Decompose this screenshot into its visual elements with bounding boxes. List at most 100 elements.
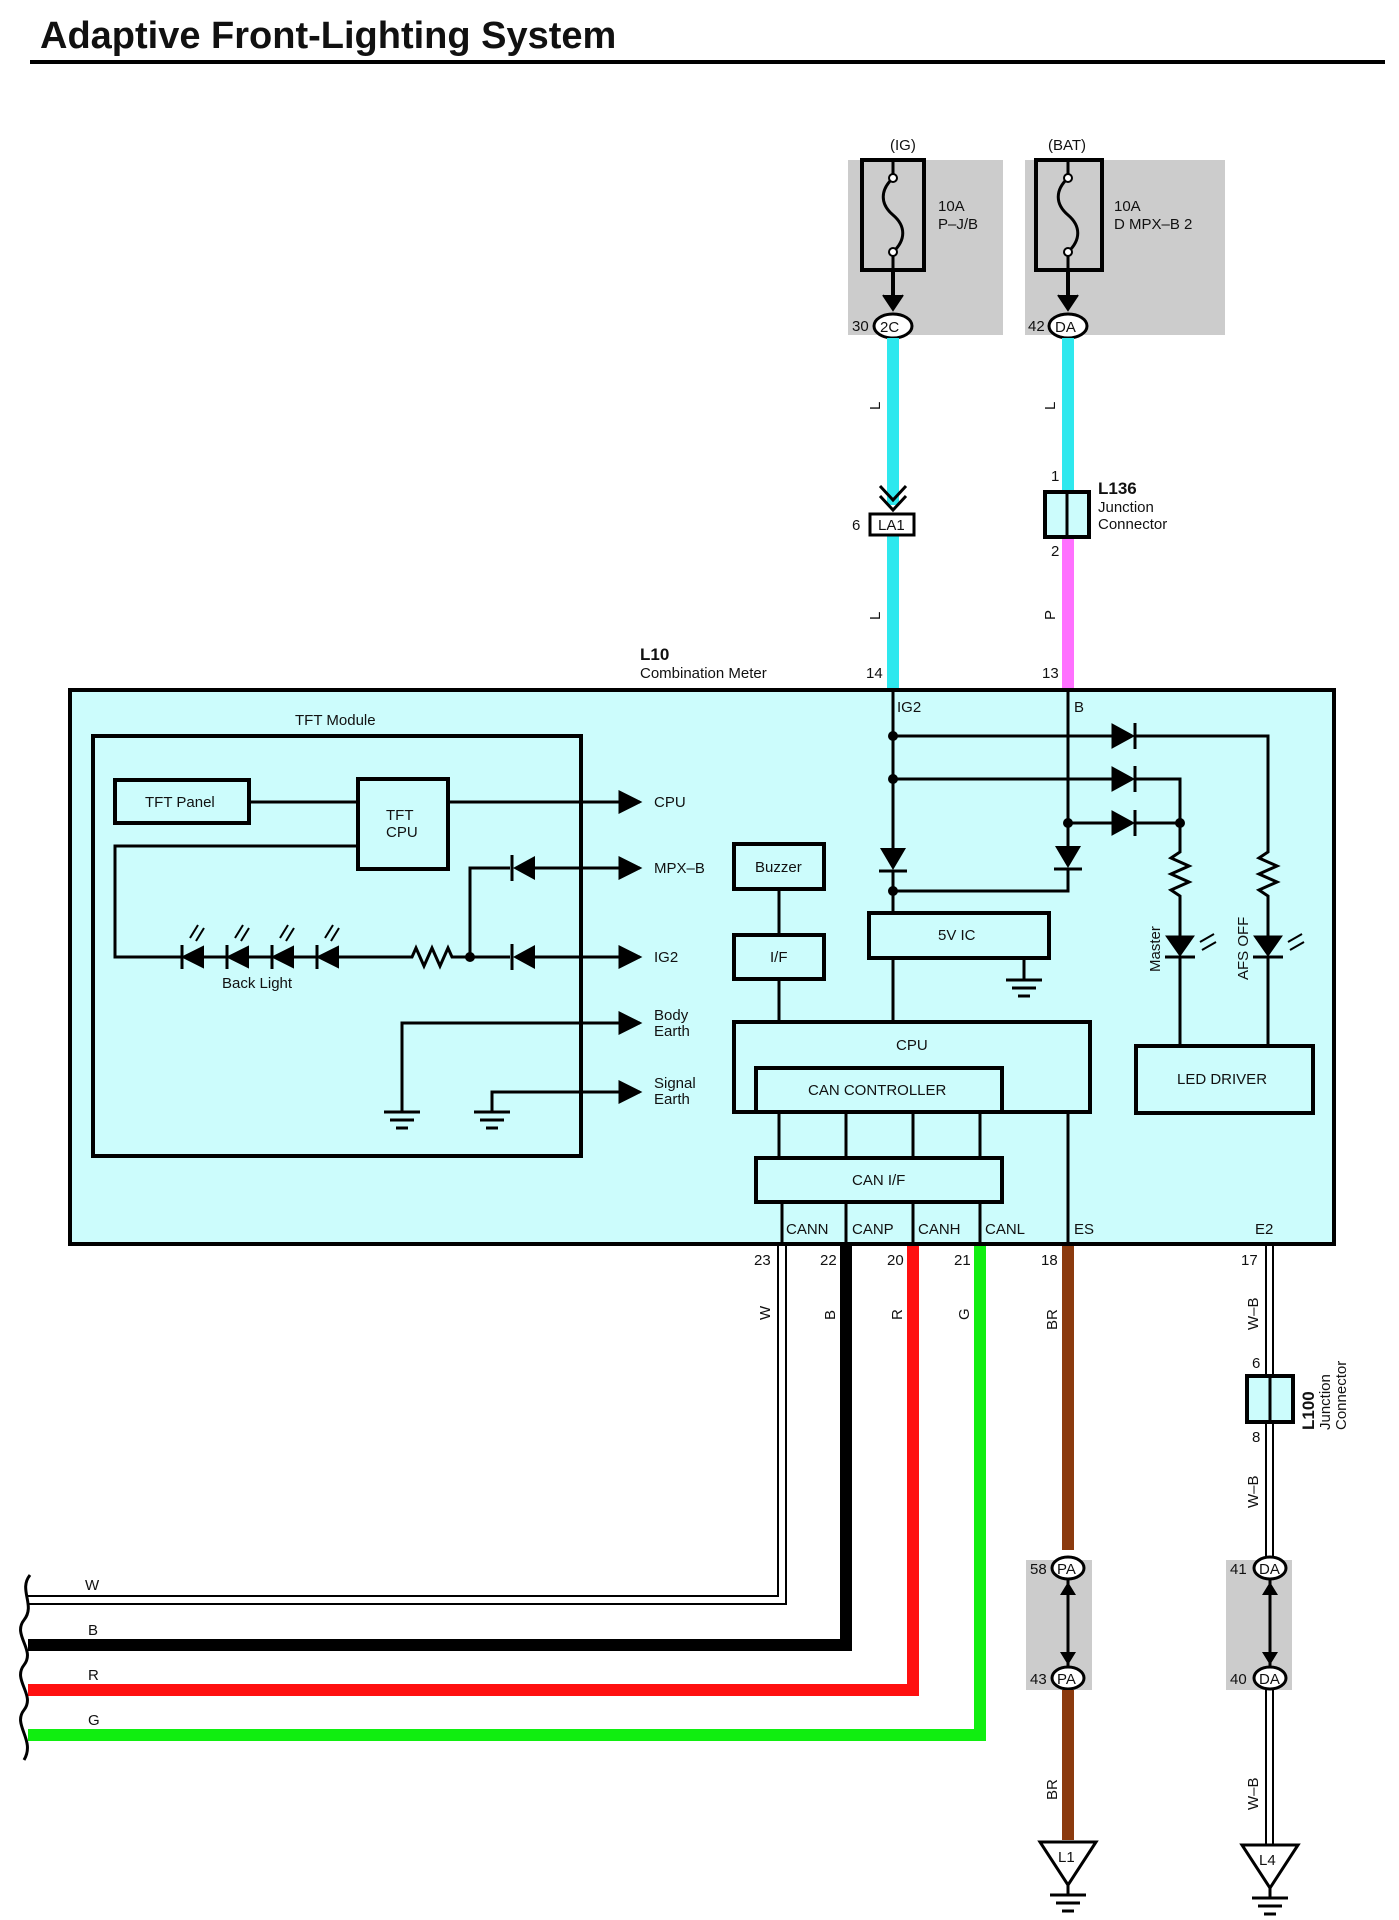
diode-ig2-down-icon <box>880 848 906 870</box>
tft-cpu-label-1: TFT <box>386 807 414 824</box>
da-bottom-pin: 40 <box>1230 1671 1247 1688</box>
fuse-bat-icon <box>1056 160 1080 272</box>
diode-b-down-icon <box>1055 846 1081 868</box>
da-top-pin: 41 <box>1230 1561 1247 1578</box>
wire-label-bat-top: L <box>1042 402 1059 410</box>
page-title: Adaptive Front-Lighting System <box>40 15 616 57</box>
pin-number-cann: 23 <box>754 1252 771 1269</box>
out-body-earth-arrow <box>400 1011 643 1112</box>
wire-label-ig-top: L <box>867 402 884 410</box>
pin-label-canh: CANH <box>918 1221 961 1238</box>
wire-label-b: B <box>822 1310 839 1320</box>
meter-name: Combination Meter <box>640 665 767 682</box>
la1-pin: 6 <box>852 517 860 534</box>
meter-label-ig2: IG2 <box>897 699 921 716</box>
pa-top-label: PA <box>1057 1561 1076 1578</box>
wire-wb <box>1265 1246 1274 1845</box>
fuse-bat-source: (BAT) <box>1048 137 1086 154</box>
l136-junction-connector: 1 2 L136 Junction Connector <box>1043 468 1167 560</box>
wire-g <box>28 1246 986 1741</box>
master-label: Master <box>1147 926 1164 972</box>
resistor-icon <box>405 944 470 970</box>
ground-icon <box>384 1110 420 1130</box>
wire-w <box>28 1246 785 1603</box>
wire-label-ig-mid: L <box>867 612 884 620</box>
fuse-ig-source: (IG) <box>890 137 916 154</box>
bus-label-r: R <box>88 1667 99 1684</box>
wire-label-wb-bottom: W–B <box>1245 1777 1262 1810</box>
da-junction: DA 41 DA 40 <box>1226 1555 1292 1691</box>
diode-ig2-icon <box>513 945 535 969</box>
back-light-leds <box>180 924 405 969</box>
ground-point-l4: L4 <box>1239 1843 1301 1916</box>
meter-pin-ig2: 14 <box>866 665 883 682</box>
resistor-afs-icon <box>1255 845 1281 936</box>
fuse-bat-shade <box>1025 160 1225 335</box>
pin-label-canl: CANL <box>985 1221 1025 1238</box>
fuse-ig-icon <box>881 160 905 272</box>
buzzer-label: Buzzer <box>755 859 802 876</box>
ground-l4-label: L4 <box>1259 1852 1276 1869</box>
pin-label-es: ES <box>1074 1221 1094 1238</box>
resistor-master-icon <box>1167 845 1193 936</box>
fuse-bat-name: D MPX–B 2 <box>1114 216 1192 233</box>
l100-line1: Junction <box>1317 1374 1334 1430</box>
led-driver-label: LED DRIVER <box>1177 1071 1267 1088</box>
ground-icon <box>474 1110 510 1130</box>
pa-bottom-pin: 43 <box>1030 1671 1047 1688</box>
fuse-ig-name: P–J/B <box>938 216 978 233</box>
back-light-label: Back Light <box>222 975 293 992</box>
la1-connector: LA1 6 <box>852 484 916 537</box>
out-ig2-label: IG2 <box>654 949 678 966</box>
out-signal-label-1: Signal <box>654 1075 696 1092</box>
tft-module-box <box>91 734 583 1158</box>
la1-label: LA1 <box>878 517 905 534</box>
ground-point-l1: L1 <box>1037 1840 1099 1913</box>
wire-r <box>28 1246 919 1696</box>
pa-top-pin: 58 <box>1030 1561 1047 1578</box>
out-mpxb-label: MPX–B <box>654 860 705 877</box>
wire-label-r: R <box>889 1309 906 1320</box>
fuse-ig-pin: 30 <box>852 318 869 335</box>
pa-junction: PA 58 PA 43 <box>1026 1555 1092 1691</box>
wire-b <box>28 1246 852 1651</box>
wire-label-br: BR <box>1044 1309 1061 1330</box>
tft-module-label: TFT Module <box>295 712 376 729</box>
cpu-label: CPU <box>896 1037 928 1054</box>
if-label: I/F <box>770 949 788 966</box>
tft-panel-label: TFT Panel <box>145 794 215 811</box>
pin-number-canp: 22 <box>820 1252 837 1269</box>
wire-label-br-bottom: BR <box>1044 1779 1061 1800</box>
pa-bottom-label: PA <box>1057 1671 1076 1688</box>
fuse-ig-block: (IG) 10A P–J/B 30 2C <box>848 137 1003 340</box>
meter-pin-b: 13 <box>1042 665 1059 682</box>
wire-break-icon <box>19 1574 32 1761</box>
tft-cpu-label-2: CPU <box>386 824 418 841</box>
can-if-label: CAN I/F <box>852 1172 905 1189</box>
out-body-label-2: Earth <box>654 1023 690 1040</box>
5v-ic-box <box>867 911 1051 960</box>
afs-off-label: AFS OFF <box>1235 917 1252 980</box>
bus-label-b: B <box>88 1622 98 1639</box>
out-signal-earth-arrow <box>490 1080 643 1112</box>
l100-id: L100 <box>1299 1391 1318 1430</box>
l136-line2: Connector <box>1098 516 1167 533</box>
l100-junction-connector: 6 8 L100 Junction Connector <box>1245 1355 1350 1446</box>
pin-number-canh: 20 <box>887 1252 904 1269</box>
fuse-bat-pin: 42 <box>1028 318 1045 335</box>
tft-cpu-box <box>356 777 450 871</box>
pin-label-canp: CANP <box>852 1221 894 1238</box>
pin-number-es: 18 <box>1041 1252 1058 1269</box>
l136-pin-bottom: 2 <box>1051 543 1059 560</box>
l100-pin-bottom: 8 <box>1252 1429 1260 1446</box>
pin-number-canl: 21 <box>954 1252 971 1269</box>
wire-label-wb-mid: W–B <box>1245 1475 1262 1508</box>
5v-ic-label: 5V IC <box>938 927 976 944</box>
diode-right-icons <box>1111 723 1137 836</box>
out-signal-label-2: Earth <box>654 1091 690 1108</box>
led-driver-box <box>1134 1044 1315 1115</box>
pin-number-e2: 17 <box>1241 1252 1258 1269</box>
pin-label-e2: E2 <box>1255 1221 1273 1238</box>
l136-line1: Junction <box>1098 499 1154 516</box>
